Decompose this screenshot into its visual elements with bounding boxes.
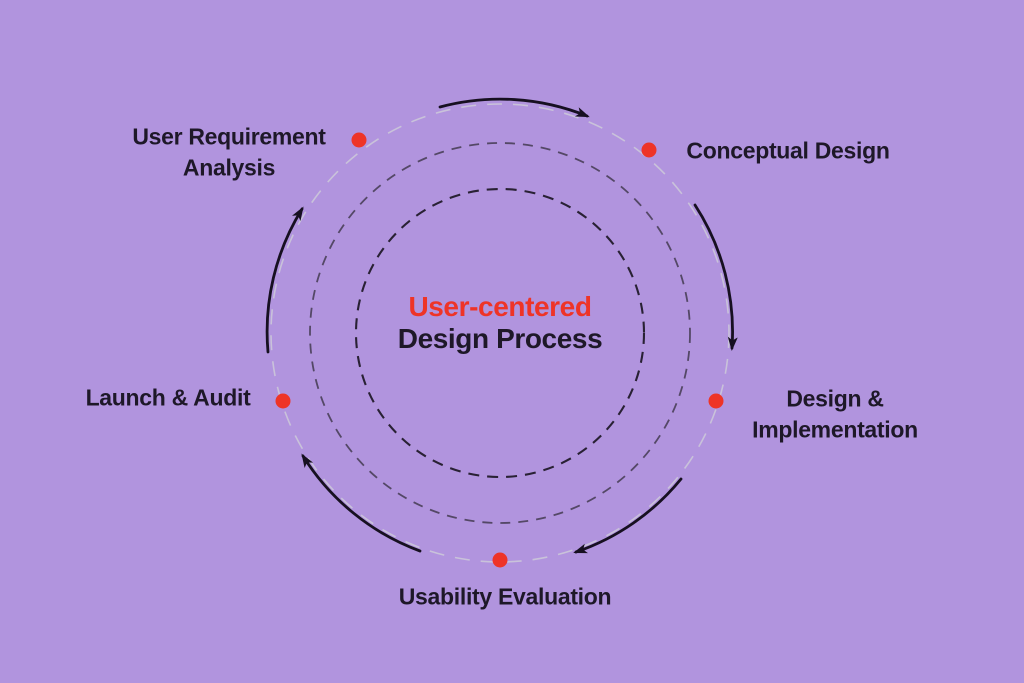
label-launch-audit: Launch & Audit xyxy=(85,384,251,411)
flow-arrow-right xyxy=(693,203,738,351)
stage-dot-user-requirement-analysis xyxy=(351,132,367,148)
middle-dashed-ring xyxy=(309,142,691,524)
stage-dot-launch-audit xyxy=(275,393,291,409)
flow-arrow-bottom-right xyxy=(573,477,683,554)
title-line-red: User-centered xyxy=(408,291,592,322)
label-design-implementation: Design & Implementation xyxy=(752,385,918,442)
stage-dot-design-implementation xyxy=(708,393,724,409)
flow-arrow-bottom-left xyxy=(301,453,422,553)
stage-dots xyxy=(275,132,724,568)
label-usability-evaluation: Usability Evaluation xyxy=(398,583,612,610)
flow-arrows xyxy=(265,97,738,554)
flow-arrow-top xyxy=(438,97,590,118)
stage-dot-usability-evaluation xyxy=(492,552,508,568)
stage-dot-conceptual-design xyxy=(641,142,657,158)
label-conceptual-design: Conceptual Design xyxy=(686,137,890,164)
title-line-dark: Design Process xyxy=(397,323,603,354)
inner-dashed-ring xyxy=(354,187,646,479)
label-user-requirement-analysis: User Requirement Analysis xyxy=(132,123,326,180)
outer-dashed-ring xyxy=(270,103,730,563)
flow-arrow-left xyxy=(265,206,304,354)
diagram-title: User-centered Design Process xyxy=(398,291,603,355)
